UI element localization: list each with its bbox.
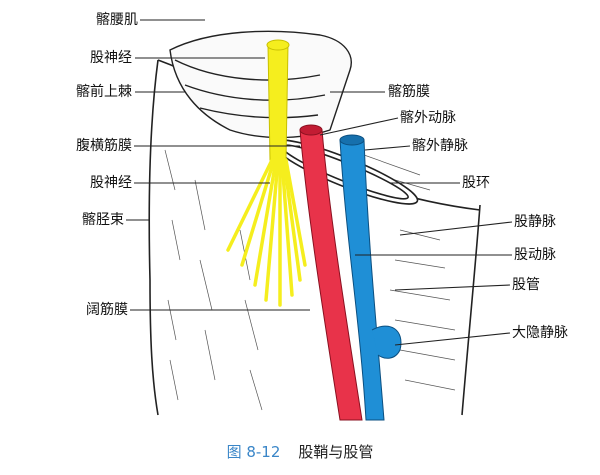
label-femoral-canal: 股管 bbox=[512, 277, 540, 293]
label-iliotibial-tract: 髂胫束 bbox=[82, 212, 124, 228]
caption-number: 图 8-12 bbox=[226, 443, 281, 461]
femoral-nerve bbox=[266, 39, 290, 161]
label-iliopsoas: 髂腰肌 bbox=[96, 12, 138, 28]
iliopsoas-muscle bbox=[169, 30, 352, 139]
label-asis: 髂前上棘 bbox=[76, 84, 132, 100]
label-femoral-nerve-mid: 股神经 bbox=[90, 175, 132, 191]
label-femoral-vein: 股静脉 bbox=[514, 214, 556, 230]
label-iliac-fascia: 髂筋膜 bbox=[388, 84, 430, 100]
femoral-vein bbox=[339, 134, 402, 421]
leader-lines bbox=[126, 19, 513, 346]
femoral-nerve-branches bbox=[226, 158, 307, 307]
label-fascia-lata: 阔筋膜 bbox=[86, 302, 128, 318]
label-femoral-artery: 股动脉 bbox=[514, 247, 556, 263]
label-femoral-ring: 股环 bbox=[462, 175, 490, 191]
label-ext-iliac-artery: 髂外动脉 bbox=[400, 110, 456, 126]
caption-title: 股鞘与股管 bbox=[298, 443, 374, 461]
femoral-artery bbox=[299, 124, 363, 421]
label-great-saphenous-vein: 大隐静脉 bbox=[512, 325, 568, 341]
label-femoral-nerve-top: 股神经 bbox=[90, 50, 132, 66]
label-ext-iliac-vein: 髂外静脉 bbox=[412, 138, 468, 154]
figure-caption: 图 8-12 股鞘与股管 bbox=[0, 441, 600, 462]
label-transversalis-fascia: 腹横筋膜 bbox=[76, 138, 132, 154]
